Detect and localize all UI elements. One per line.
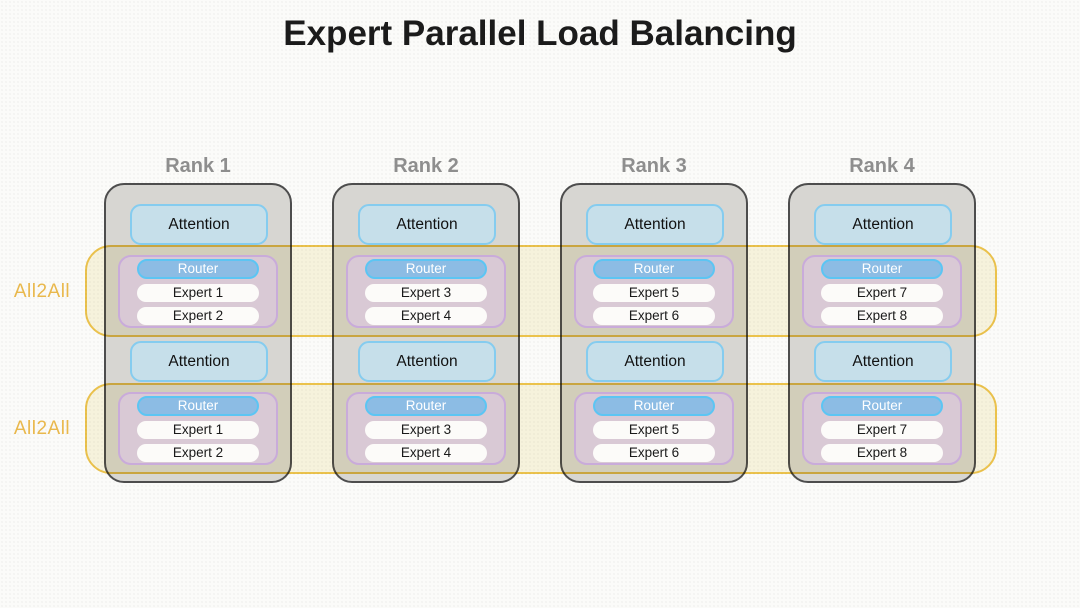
rank-label: Rank 1 xyxy=(165,155,231,177)
attention-block: Attention xyxy=(586,204,724,245)
expert-pill: Expert 1 xyxy=(137,283,259,302)
expert-pill: Expert 6 xyxy=(593,306,715,325)
router-pill: Router xyxy=(593,258,715,279)
moe-block: Router Expert 1 Expert 2 xyxy=(118,255,278,328)
all2all-label: All2All xyxy=(13,418,71,439)
page-title: Expert Parallel Load Balancing xyxy=(283,14,797,53)
expert-pill: Expert 5 xyxy=(593,283,715,302)
expert-pill: Expert 3 xyxy=(365,283,487,302)
expert-pill: Expert 5 xyxy=(593,420,715,439)
expert-pill: Expert 7 xyxy=(821,283,943,302)
expert-pill: Expert 6 xyxy=(593,443,715,462)
router-pill: Router xyxy=(137,395,259,416)
expert-pill: Expert 2 xyxy=(137,306,259,325)
attention-block: Attention xyxy=(586,341,724,382)
expert-pill: Expert 3 xyxy=(365,420,487,439)
attention-block: Attention xyxy=(130,204,268,245)
rank-box: Attention Router Expert 1 Expert 2 Atten… xyxy=(104,183,292,483)
expert-pill: Expert 4 xyxy=(365,443,487,462)
moe-block: Router Expert 1 Expert 2 xyxy=(118,392,278,465)
moe-block: Router Expert 7 Expert 8 xyxy=(802,392,962,465)
rank-label: Rank 4 xyxy=(849,155,915,177)
router-pill: Router xyxy=(821,395,943,416)
router-pill: Router xyxy=(821,258,943,279)
moe-block: Router Expert 5 Expert 6 xyxy=(574,392,734,465)
moe-block: Router Expert 3 Expert 4 xyxy=(346,255,506,328)
attention-block: Attention xyxy=(358,204,496,245)
expert-pill: Expert 4 xyxy=(365,306,487,325)
rank-column-1: Rank 1 Attention Router Expert 1 Expert … xyxy=(104,155,292,483)
rank-column-3: Rank 3 Attention Router Expert 5 Expert … xyxy=(560,155,748,483)
attention-block: Attention xyxy=(814,341,952,382)
moe-block: Router Expert 5 Expert 6 xyxy=(574,255,734,328)
attention-block: Attention xyxy=(814,204,952,245)
router-pill: Router xyxy=(365,258,487,279)
rank-column-2: Rank 2 Attention Router Expert 3 Expert … xyxy=(332,155,520,483)
rank-label: Rank 3 xyxy=(621,155,687,177)
router-pill: Router xyxy=(137,258,259,279)
router-pill: Router xyxy=(593,395,715,416)
expert-pill: Expert 8 xyxy=(821,443,943,462)
moe-block: Router Expert 7 Expert 8 xyxy=(802,255,962,328)
attention-block: Attention xyxy=(358,341,496,382)
expert-pill: Expert 8 xyxy=(821,306,943,325)
expert-pill: Expert 1 xyxy=(137,420,259,439)
all2all-label: All2All xyxy=(13,281,71,302)
expert-pill: Expert 2 xyxy=(137,443,259,462)
expert-pill: Expert 7 xyxy=(821,420,943,439)
rank-label: Rank 2 xyxy=(393,155,459,177)
attention-block: Attention xyxy=(130,341,268,382)
rank-column-4: Rank 4 Attention Router Expert 7 Expert … xyxy=(788,155,976,483)
moe-block: Router Expert 3 Expert 4 xyxy=(346,392,506,465)
router-pill: Router xyxy=(365,395,487,416)
